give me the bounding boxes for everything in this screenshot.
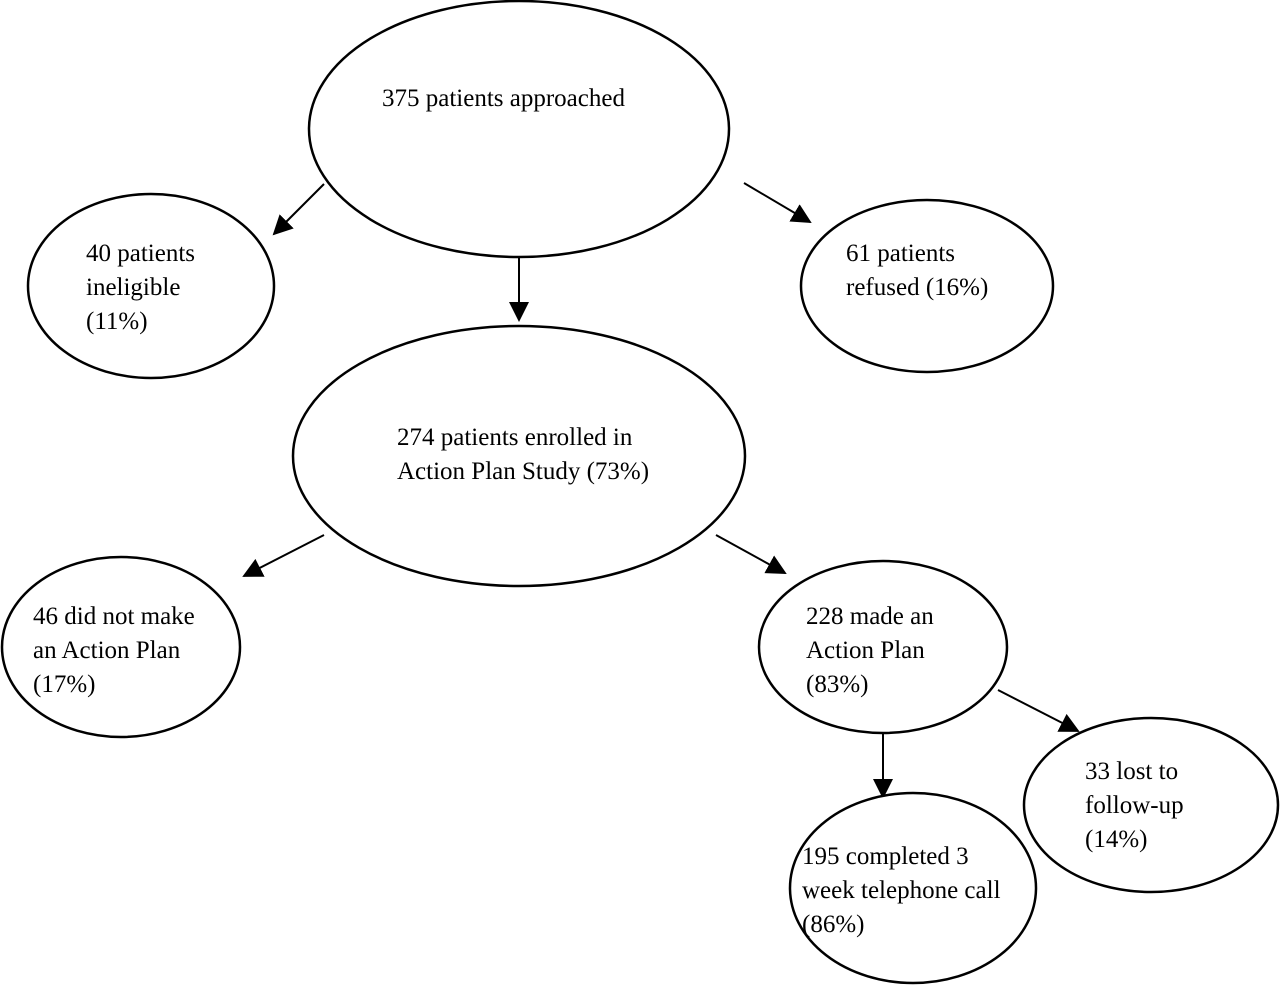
- node-ineligible-line-3: (11%): [86, 308, 148, 335]
- edge-made-plan-to-lost: [997, 689, 1080, 732]
- node-enrolled-line-1: 274 patients enrolled in: [397, 424, 633, 451]
- node-refused-line-2: refused (16%): [846, 274, 989, 301]
- edge-enrolled-to-made-plan: [715, 534, 787, 574]
- node-ineligible-label: 40 patients ineligible (11%): [86, 237, 195, 339]
- node-lost-label: 33 lost to follow-up (14%): [1085, 755, 1184, 857]
- node-lost-line-2: follow-up: [1085, 792, 1184, 819]
- node-approached-label: 375 patients approached: [382, 82, 625, 116]
- node-no-plan-line-3: (17%): [33, 671, 96, 698]
- node-completed-call-line-2: week telephone call: [802, 877, 1001, 904]
- node-ineligible-line-2: ineligible: [86, 274, 181, 301]
- node-no-plan-line-1: 46 did not make: [33, 603, 195, 630]
- node-completed-call-line-3: (86%): [802, 911, 865, 938]
- node-refused-line-1: 61 patients: [846, 240, 956, 267]
- node-approached-line-1: 375 patients approached: [382, 85, 625, 112]
- node-made-plan-line-1: 228 made an: [806, 603, 934, 630]
- node-enrolled-line-2: Action Plan Study (73%): [397, 458, 650, 485]
- node-made-plan-label: 228 made an Action Plan (83%): [806, 600, 934, 702]
- node-ineligible-line-1: 40 patients: [86, 240, 196, 267]
- node-approached: [307, 0, 731, 259]
- node-refused: [799, 198, 1055, 374]
- edge-approached-to-refused: [743, 182, 812, 224]
- node-completed-call-line-1: 195 completed 3: [802, 843, 969, 870]
- edge-approached-to-ineligible: [272, 183, 325, 236]
- node-made-plan-line-3: (83%): [806, 671, 869, 698]
- node-made-plan-line-2: Action Plan: [806, 637, 925, 664]
- node-no-plan: [0, 555, 242, 739]
- node-lost-line-3: (14%): [1085, 826, 1148, 853]
- node-enrolled-label: 274 patients enrolled in Action Plan Stu…: [397, 421, 649, 489]
- node-lost: [1022, 716, 1280, 894]
- node-ineligible: [26, 192, 276, 380]
- node-enrolled: [291, 324, 747, 588]
- node-no-plan-line-2: an Action Plan: [33, 637, 181, 664]
- edge-enrolled-to-no-plan: [242, 534, 325, 577]
- node-completed-call: [788, 791, 1038, 985]
- node-made-plan: [757, 559, 1009, 735]
- node-refused-label: 61 patients refused (16%): [846, 237, 988, 305]
- node-completed-call-label: 195 completed 3 week telephone call (86%…: [802, 840, 1001, 942]
- node-lost-line-1: 33 lost to: [1085, 758, 1179, 785]
- node-no-plan-label: 46 did not make an Action Plan (17%): [33, 600, 195, 702]
